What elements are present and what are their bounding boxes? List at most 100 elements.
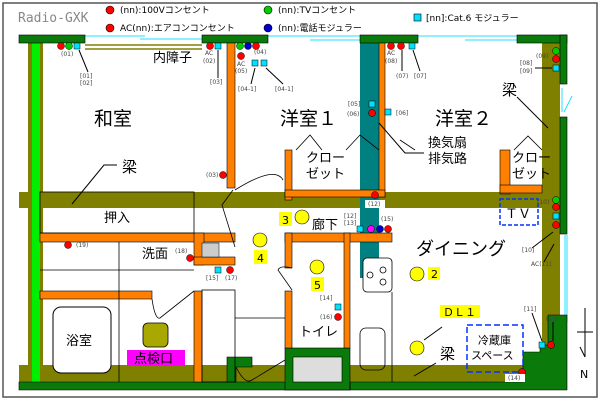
label-p01: (01) <box>61 51 73 58</box>
room-yoshitsu2: 洋室２ <box>435 108 492 130</box>
ac-outlet-legend-icon <box>105 23 115 33</box>
light-2-label: 2 <box>431 268 438 281</box>
label-c07: [07] <box>414 73 426 80</box>
light-4-label: 4 <box>257 252 264 265</box>
label-c11: [11] <box>524 306 536 313</box>
legend-outlet: (nn):100Vコンセント <box>120 5 210 16</box>
label-p14: (14) <box>508 375 520 382</box>
radiator <box>292 356 343 383</box>
phone-legend-icon <box>263 23 273 33</box>
legend-phone: (nn):電話モジュラー <box>278 22 362 34</box>
label-p09: (09) <box>536 53 548 60</box>
label-c14: [14] <box>320 295 332 302</box>
label-p19: (19) <box>76 242 88 249</box>
inspection-hatch[interactable] <box>142 322 169 348</box>
vent-duct <box>360 43 379 278</box>
fridge-space <box>466 324 524 373</box>
light-3-label: 3 <box>282 214 289 227</box>
label-c08: [08] <box>520 60 532 67</box>
legend: (nn):100Vコンセント AC(nn):エアコンコンセント (nn):TVコ… <box>105 5 519 34</box>
label-p13: (13) <box>546 316 558 323</box>
room-oshiire: 押入 <box>104 211 130 226</box>
room-dining: ダイニング <box>416 239 506 260</box>
label-p11: AC(11) <box>531 261 552 268</box>
label-c01: [01] <box>80 73 92 80</box>
left-wall-green <box>32 43 40 382</box>
inspection-label: 点検口 <box>134 352 173 367</box>
label-p18: (18) <box>175 248 187 255</box>
light-2-icon <box>409 266 425 282</box>
label-c02: [02] <box>80 80 92 87</box>
cat6-legend-icon <box>413 13 422 22</box>
label-c12: [12] <box>344 213 356 220</box>
legend-cat6: [nn]:Cat.6 モジュラー <box>426 13 519 24</box>
outlet-legend-icon <box>105 5 115 15</box>
beam-label-bottom: 梁 <box>440 345 455 363</box>
label-ac08: AC <box>387 50 395 57</box>
label-c05: [05] <box>348 101 360 108</box>
label-ac02: AC <box>205 50 213 57</box>
label-p15: (15) <box>381 216 393 223</box>
interior-walls <box>39 42 543 383</box>
label-p06: (06) <box>347 111 359 118</box>
label-c15: [15] <box>206 275 218 282</box>
tv-space <box>499 198 539 226</box>
label-p14-bg <box>505 374 525 382</box>
room-yoshitsu1: 洋室１ <box>280 108 337 130</box>
label-p02: (02) <box>203 58 215 65</box>
inner-shoji <box>85 44 202 50</box>
room-yokushitsu: 浴室 <box>66 333 92 349</box>
north-label: N <box>580 368 588 381</box>
closet2-line2: ゼット <box>512 167 551 182</box>
fridge-label-2: スペース <box>471 349 514 362</box>
outlets <box>57 42 560 376</box>
label-p17: (17) <box>225 275 237 282</box>
label-c03: [03] <box>210 79 222 86</box>
label-c041b: [04-1] <box>275 86 293 93</box>
north-arrow-icon <box>577 308 593 358</box>
beam-label-left: 梁 <box>122 158 137 176</box>
fridge-label-1: 冷蔵庫 <box>478 333 511 347</box>
title: Radio-GXK <box>18 11 89 26</box>
label-c06: [06] <box>396 110 408 117</box>
light-5-icon <box>309 259 325 275</box>
beam-label-right: 梁 <box>502 81 517 99</box>
light-dl1-icon <box>409 340 425 356</box>
legend-tv: (nn):TVコンセント <box>278 5 356 16</box>
light-4-icon <box>252 232 268 248</box>
room-toilet: トイレ <box>299 325 338 340</box>
washer-pan <box>201 242 220 258</box>
tv-legend-icon <box>263 5 273 15</box>
room-rouka: 廊下 <box>312 217 338 233</box>
room-washitsu: 和室 <box>94 108 132 130</box>
room-senmen: 洗面 <box>142 247 168 262</box>
label-ac05: AC <box>237 61 245 68</box>
label-p12: (12) <box>368 201 380 208</box>
inspection-label-bg <box>127 350 185 366</box>
label-p04: (04) <box>254 49 266 56</box>
lights <box>252 209 480 356</box>
vent-label-1: 換気扇 <box>428 135 467 151</box>
label-c13: [13] <box>344 220 356 227</box>
arrows <box>71 49 555 377</box>
label-p08: (08) <box>385 58 397 65</box>
label-p03: (03) <box>206 172 218 179</box>
label-c10: [10] <box>522 247 534 254</box>
light-dl1-label: ＤＬ１ <box>443 306 476 319</box>
closet1-line2: ゼット <box>306 167 345 182</box>
light-3-icon <box>294 209 310 225</box>
uchishoji-label: 内障子 <box>153 50 192 66</box>
beam-right <box>542 43 560 373</box>
windows <box>85 35 573 322</box>
label-p16: (16) <box>320 314 332 321</box>
label-p10: (10) <box>537 199 549 206</box>
closet1-line1: クロー <box>306 151 345 166</box>
closet2-line1: クロー <box>512 151 551 166</box>
label-c09: [09] <box>520 68 532 75</box>
legend-ac: AC(nn):エアコンコンセント <box>120 23 235 34</box>
bathtub <box>52 306 112 374</box>
light-5-label: 5 <box>314 279 321 292</box>
label-p12-bg <box>365 200 385 208</box>
vent-label-2: 排気路 <box>428 151 467 167</box>
